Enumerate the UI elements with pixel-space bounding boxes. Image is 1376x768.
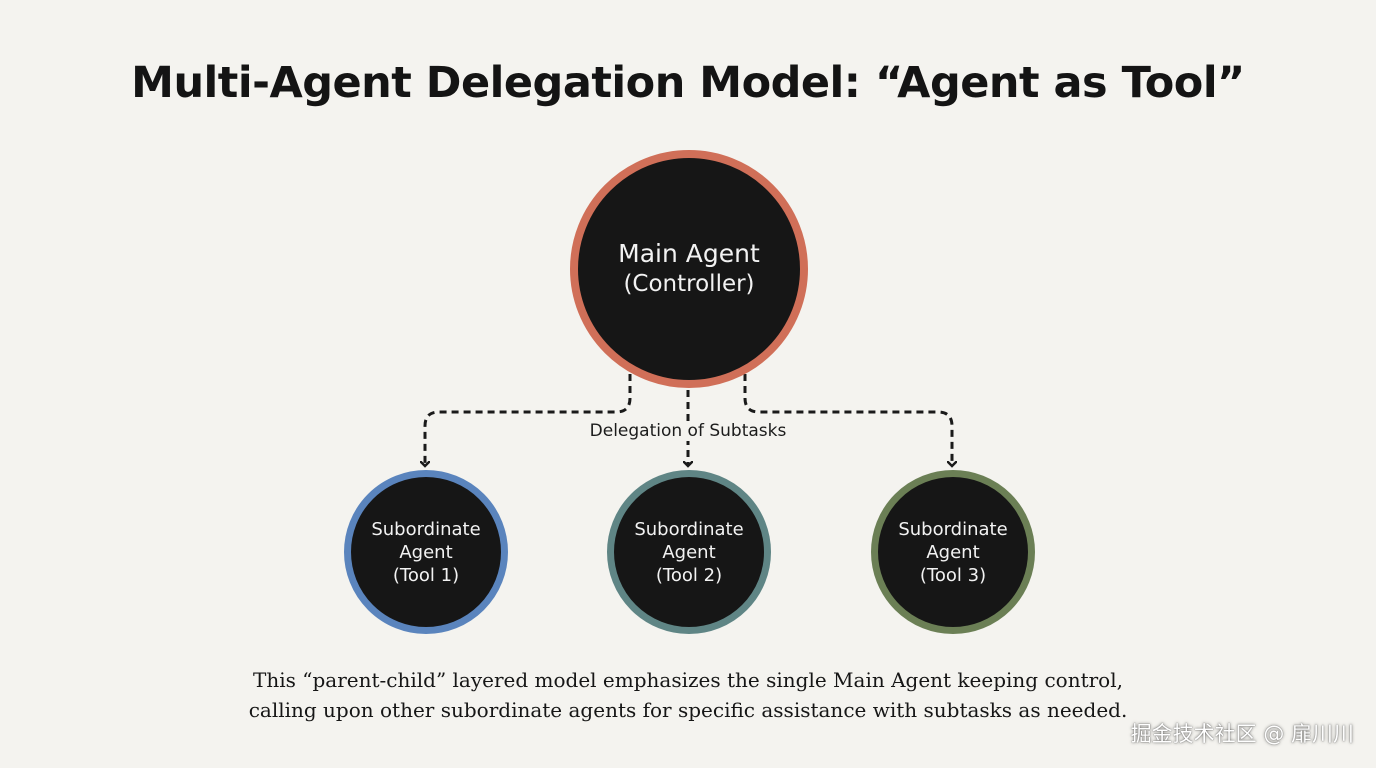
caption: This “parent-child” layered model emphas… bbox=[188, 665, 1188, 725]
subordinate-label: Agent bbox=[399, 541, 453, 563]
subordinate-agent-node-1: Subordinate Agent (Tool 1) bbox=[344, 470, 508, 634]
subordinate-label: Subordinate bbox=[371, 518, 481, 540]
connector-left bbox=[425, 374, 632, 466]
subordinate-label: Agent bbox=[662, 541, 716, 563]
subordinate-label: Subordinate bbox=[634, 518, 744, 540]
subordinate-agent-node-3: Subordinate Agent (Tool 3) bbox=[871, 470, 1035, 634]
subordinate-agent-node-2: Subordinate Agent (Tool 2) bbox=[607, 470, 771, 634]
caption-line-1: This “parent-child” layered model emphas… bbox=[253, 668, 1123, 692]
page-title: Multi-Agent Delegation Model: “Agent as … bbox=[131, 58, 1245, 108]
delegation-label: Delegation of Subtasks bbox=[538, 421, 838, 441]
subordinate-label: Agent bbox=[926, 541, 980, 563]
main-agent-role: (Controller) bbox=[623, 271, 755, 297]
subordinate-label: Subordinate bbox=[898, 518, 1008, 540]
subordinate-tool-label: (Tool 3) bbox=[919, 564, 987, 586]
main-agent-name: Main Agent bbox=[618, 239, 760, 268]
subordinate-tool-label: (Tool 2) bbox=[655, 564, 723, 586]
connector-right bbox=[743, 374, 952, 466]
watermark: 掘金技术社区 @ 扉川川 bbox=[1130, 722, 1354, 746]
main-agent-node: Main Agent (Controller) bbox=[570, 150, 808, 388]
subordinate-tool-label: (Tool 1) bbox=[392, 564, 460, 586]
caption-line-2: calling upon other subordinate agents fo… bbox=[248, 698, 1128, 722]
